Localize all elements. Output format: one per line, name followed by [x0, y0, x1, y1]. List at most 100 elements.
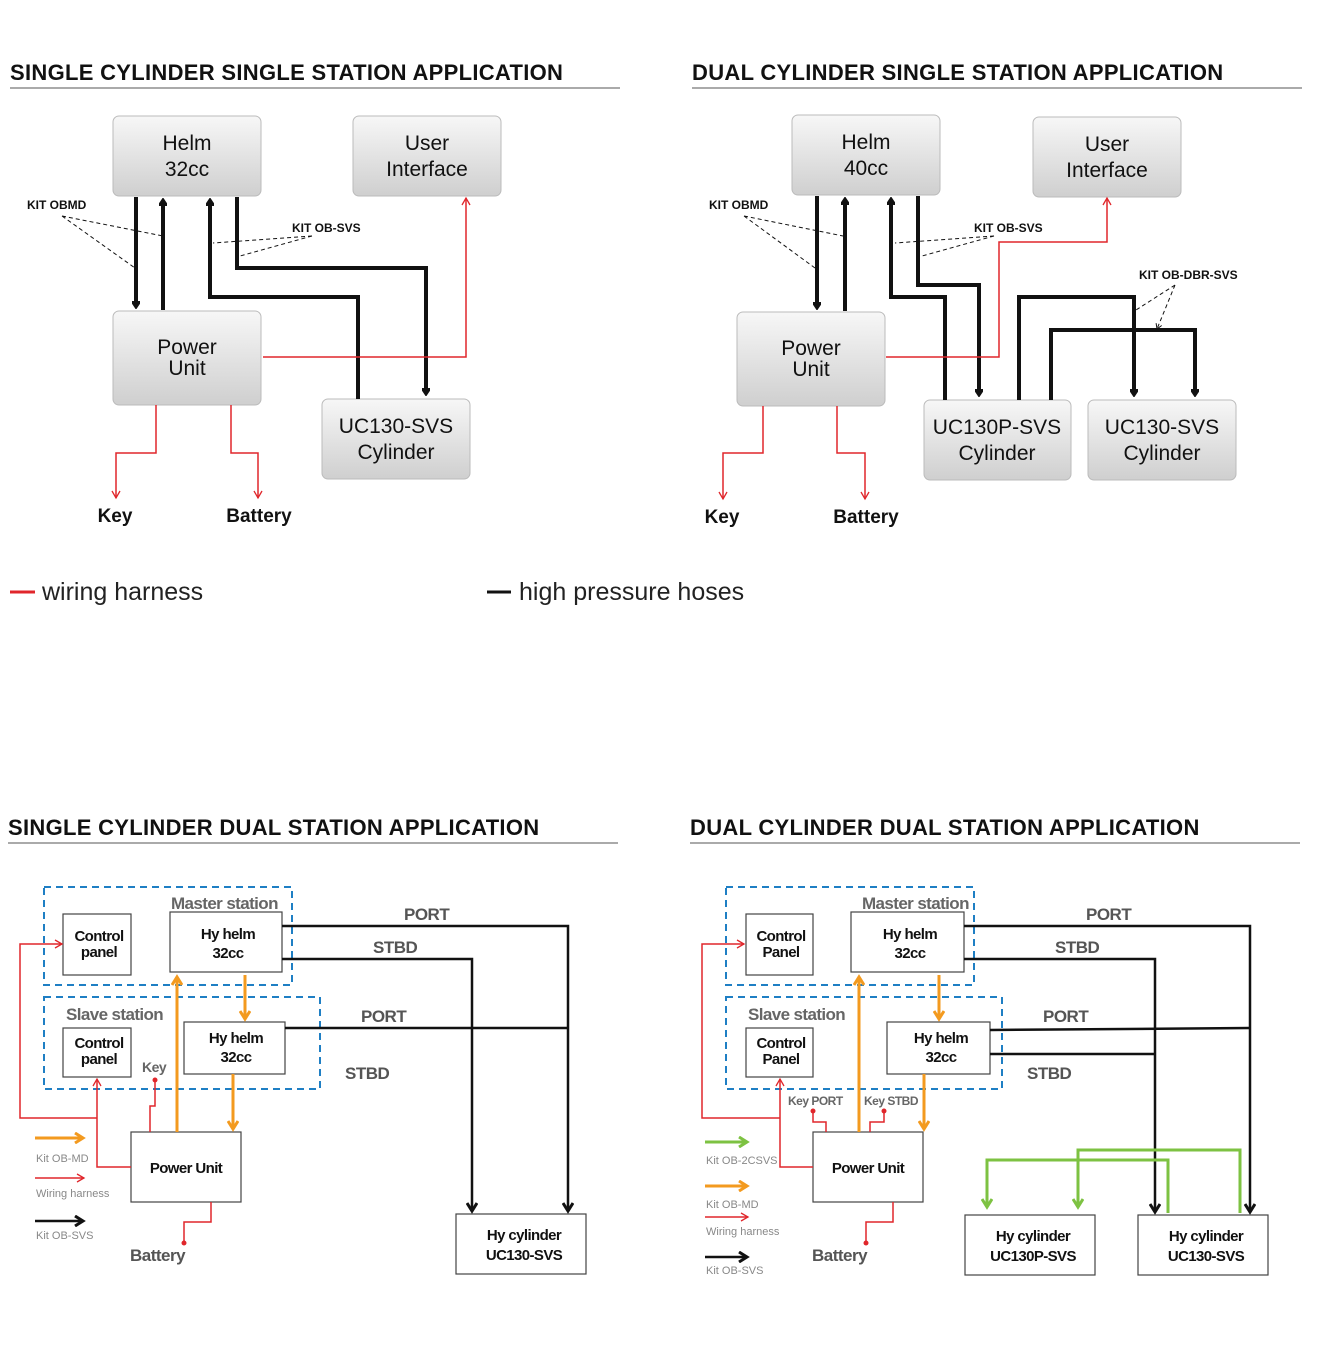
- svg-text:UC130P-SVS: UC130P-SVS: [990, 1248, 1076, 1265]
- legend-kit-md: Kit OB-MD: [36, 1153, 89, 1165]
- port-hose: [282, 924, 568, 1210]
- helm-box: Helm 32cc: [112, 115, 262, 197]
- svg-text:32cc: 32cc: [926, 1049, 957, 1066]
- slave-control-panel: Control Panel: [745, 1027, 814, 1078]
- master-station-label: Master station: [171, 894, 278, 913]
- slave-station-frame: [43, 996, 321, 1090]
- legend-wiring: wiring harness: [41, 578, 203, 606]
- svg-text:UC130-SVS: UC130-SVS: [1105, 416, 1219, 439]
- slave-station-frame: [725, 996, 1003, 1090]
- svg-text:User: User: [405, 132, 449, 155]
- diagram-title: SINGLE CYLINDER DUAL STATION APPLICATION: [8, 815, 539, 840]
- master-control-panel: Control Panel: [745, 913, 814, 976]
- legend-kit-md: Kit OB-MD: [706, 1199, 759, 1211]
- wiring-line: [92, 1077, 131, 1168]
- stbd-hose: [964, 957, 1155, 1211]
- stbd-label: STBD: [1055, 938, 1100, 957]
- key-label: Key: [705, 507, 740, 528]
- kit-pointer: [212, 235, 313, 257]
- svg-text:Hy cylinder: Hy cylinder: [487, 1227, 562, 1244]
- battery-label: Battery: [130, 1246, 186, 1265]
- master-station-frame: [725, 886, 975, 986]
- kit-pointer: [61, 215, 164, 269]
- dual-cylinder-dual-station-diagram: DUAL CYLINDER DUAL STATION APPLICATION M…: [690, 815, 1300, 1277]
- svg-text:Control: Control: [74, 1035, 124, 1052]
- kit-pointer: [1135, 284, 1176, 329]
- legend-kit-2csvs: Kit OB-2CSVS: [706, 1155, 778, 1167]
- slave-helm: Hy helm 32cc: [886, 1021, 991, 1075]
- slave-station-label: Slave station: [66, 1005, 163, 1024]
- svg-text:Unit: Unit: [792, 358, 830, 381]
- cylinder-box-p: Hy cylinder UC130P-SVS: [964, 1214, 1096, 1276]
- svg-text:32cc: 32cc: [165, 158, 209, 181]
- stbd-hose: [282, 957, 472, 1210]
- svg-text:Hy cylinder: Hy cylinder: [996, 1228, 1071, 1245]
- wiring-line: [718, 406, 764, 501]
- battery-terminal: [181, 1240, 187, 1246]
- wiring-line: [230, 405, 263, 500]
- svg-text:Panel: Panel: [762, 1051, 799, 1068]
- legend: wiring harness high pressure hoses: [10, 578, 744, 606]
- master-control-panel: Control panel: [62, 913, 132, 976]
- kit-pointer: [894, 235, 995, 257]
- wiring-line: [19, 939, 97, 1119]
- hose-line: [891, 200, 947, 400]
- kit-label: KIT OB-SVS: [974, 221, 1043, 235]
- svg-text:32cc: 32cc: [221, 1049, 252, 1066]
- svg-text:Power: Power: [781, 337, 841, 360]
- diagram-title: SINGLE CYLINDER SINGLE STATION APPLICATI…: [10, 60, 563, 85]
- wiring-line: [701, 939, 780, 1119]
- master-station-frame: [43, 886, 293, 986]
- stbd-label: STBD: [373, 938, 418, 957]
- user-interface-box: User Interface: [352, 115, 502, 197]
- slave-control-panel: Control panel: [62, 1027, 132, 1078]
- legend-kit-svs: Kit OB-SVS: [706, 1265, 763, 1277]
- cylinder-box: UC130-SVS Cylinder: [1087, 399, 1237, 481]
- wiring-line: [775, 1077, 813, 1168]
- kit-label: KIT OB-SVS: [292, 221, 361, 235]
- svg-text:Control: Control: [74, 928, 124, 945]
- wiring-line: [886, 196, 1112, 358]
- svg-text:Control: Control: [756, 1035, 806, 1052]
- wiring-line: [865, 1202, 894, 1243]
- port-hose: [989, 1026, 1251, 1032]
- kit-label: KIT OB-DBR-SVS: [1139, 268, 1238, 282]
- key-port-terminal: [810, 1108, 816, 1114]
- svg-text:UC130-SVS: UC130-SVS: [339, 415, 453, 438]
- port-label: PORT: [1086, 905, 1132, 924]
- svg-text:UC130-SVS: UC130-SVS: [486, 1247, 563, 1264]
- svg-text:Cylinder: Cylinder: [958, 442, 1035, 465]
- svg-text:panel: panel: [81, 944, 118, 961]
- key-label: Key: [98, 506, 133, 527]
- legend-hoses: high pressure hoses: [519, 578, 744, 606]
- svg-text:32cc: 32cc: [213, 945, 244, 962]
- wiring-line: [812, 1111, 827, 1132]
- power-unit-box: Power Unit: [130, 1131, 242, 1203]
- svg-text:Hy helm: Hy helm: [914, 1030, 968, 1047]
- diagram-title: DUAL CYLINDER DUAL STATION APPLICATION: [690, 815, 1200, 840]
- svg-text:Cylinder: Cylinder: [357, 441, 434, 464]
- legend-wiring: Wiring harness: [36, 1188, 110, 1200]
- svg-text:Hy helm: Hy helm: [209, 1030, 263, 1047]
- cylinder-box: UC130-SVS Cylinder: [321, 398, 471, 480]
- key-terminal: [152, 1077, 158, 1083]
- helm-box: Helm 40cc: [791, 114, 941, 196]
- legend-wiring: Wiring harness: [706, 1226, 780, 1238]
- key-label: Key: [142, 1059, 167, 1075]
- kit-2csvs-line: [1078, 1148, 1242, 1213]
- single-cylinder-dual-station-diagram: SINGLE CYLINDER DUAL STATION APPLICATION…: [8, 815, 618, 1275]
- wiring-line: [263, 196, 471, 358]
- svg-text:UC130-SVS: UC130-SVS: [1168, 1248, 1245, 1265]
- wiring-line: [869, 1111, 885, 1132]
- svg-text:Hy helm: Hy helm: [201, 926, 255, 943]
- port-label: PORT: [361, 1007, 407, 1026]
- svg-text:32cc: 32cc: [895, 945, 926, 962]
- master-helm: Hy helm 32cc: [169, 911, 283, 973]
- hose-line: [1049, 328, 1195, 400]
- svg-text:UC130P-SVS: UC130P-SVS: [933, 416, 1061, 439]
- port-label: PORT: [1043, 1007, 1089, 1026]
- cylinder-box: Hy cylinder UC130-SVS: [455, 1213, 587, 1275]
- svg-text:Power: Power: [157, 336, 217, 359]
- stbd-label: STBD: [345, 1064, 390, 1083]
